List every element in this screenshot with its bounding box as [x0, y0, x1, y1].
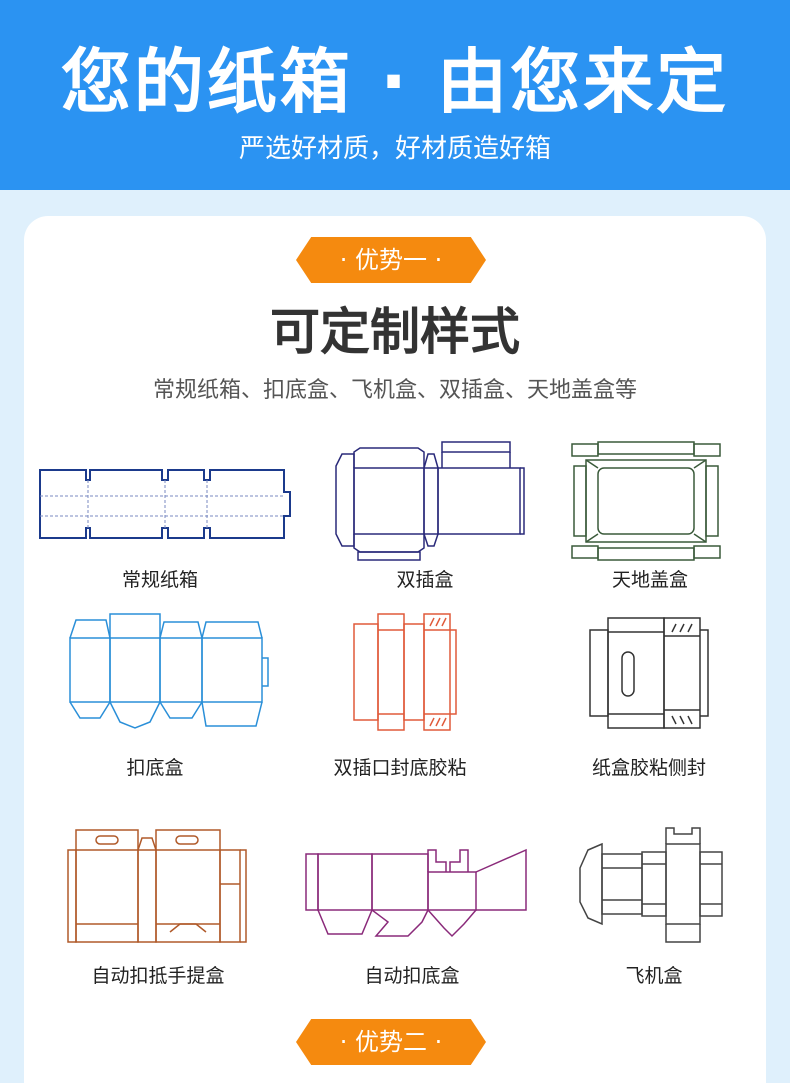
box-label: 飞机盒 — [625, 965, 683, 987]
box-label: 纸盒胶粘侧封 — [591, 757, 706, 779]
box-label: 自动扣底盒 — [364, 965, 460, 987]
advantage-one-badge: · 优势一 · — [296, 237, 486, 283]
tuck-end-glue-bottom-diagram — [353, 613, 457, 731]
box-label: 天地盖盒 — [611, 569, 688, 591]
box-label: 常规纸箱 — [121, 569, 198, 591]
header-subtitle: 严选好材质，好材质造好箱 — [238, 134, 551, 164]
section-description: 常规纸箱、扣底盒、飞机盒、双插盒、天地盖盒等 — [152, 378, 637, 403]
box-label: 双插口封底胶粘 — [333, 757, 467, 779]
mailer-box-diagram — [579, 827, 723, 943]
header-title: 您的纸箱 · 由您来定 — [60, 41, 730, 123]
section-title: 可定制样式 — [270, 303, 520, 361]
content-card — [24, 216, 766, 1083]
advantage-two-badge: · 优势二 · — [296, 1019, 486, 1065]
box-label: 扣底盒 — [126, 757, 184, 779]
glued-side-seal-box-diagram — [589, 617, 709, 729]
double-tuck-box-diagram — [335, 441, 525, 561]
regular-box-diagram — [39, 469, 291, 539]
box-label: 自动扣抵手提盒 — [91, 965, 225, 987]
lid-base-box-diagram — [571, 441, 721, 561]
box-label: 双插盒 — [396, 569, 454, 591]
auto-lock-bottom-box-diagram — [305, 848, 527, 938]
lock-bottom-box-diagram — [69, 613, 269, 729]
handle-box-diagram — [67, 829, 247, 943]
header-banner: 您的纸箱 · 由您来定 严选好材质，好材质造好箱 — [0, 0, 790, 190]
